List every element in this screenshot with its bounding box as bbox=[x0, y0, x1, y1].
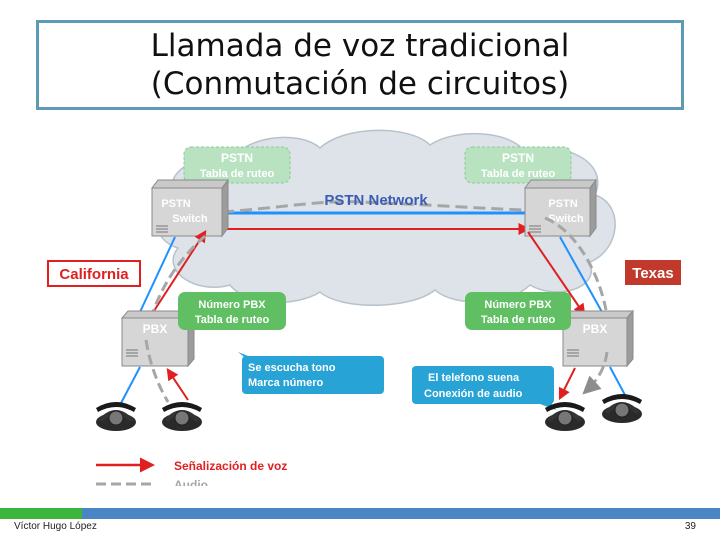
callout-left: Se escucha tono Marca número bbox=[238, 352, 384, 394]
link-left-audio bbox=[150, 234, 206, 316]
callout-right: El telefono suena Conexión de audio bbox=[412, 366, 556, 410]
switch-right-line1: PSTN bbox=[548, 198, 577, 210]
pbx-table-right-line2: Tabla de ruteo bbox=[481, 314, 556, 326]
slide-title-line-2: (Conmutación de circuitos) bbox=[150, 66, 570, 102]
region-texas-box bbox=[625, 260, 681, 285]
pbx-table-left-line2: Tabla de ruteo bbox=[195, 314, 270, 326]
footer-accent-blue bbox=[82, 508, 720, 519]
link-pbx-left-audio bbox=[144, 339, 170, 403]
routing-table-left bbox=[183, 146, 291, 184]
footer-page-number: 39 bbox=[684, 521, 696, 532]
legend-signaling-label: Señalización de voz bbox=[174, 459, 287, 473]
phone-icon-left-2 bbox=[162, 402, 202, 431]
region-california-box bbox=[47, 260, 141, 287]
callout-right-line1: El telefono suena bbox=[428, 372, 520, 384]
link-pbx-right-red bbox=[558, 367, 576, 401]
pbx-table-right bbox=[465, 292, 571, 330]
switch-audio-line bbox=[221, 200, 526, 214]
slide-title-box: Llamada de voz tradicional (Conmutación … bbox=[36, 20, 684, 110]
link-pbx-right-blue bbox=[609, 366, 626, 396]
slide-title-line-1: Llamada de voz tradicional bbox=[150, 28, 570, 64]
pstn-switch-right: PSTN Switch bbox=[524, 178, 597, 238]
phone-icon-left-1 bbox=[96, 402, 136, 431]
legend-crop-mask bbox=[0, 486, 720, 508]
region-texas-label: Texas bbox=[632, 265, 673, 282]
routing-table-left-line1: PSTN bbox=[221, 151, 253, 165]
switch-left-line2: Switch bbox=[172, 213, 208, 225]
routing-table-right bbox=[464, 146, 572, 184]
switch-right-line2: Switch bbox=[548, 213, 584, 225]
callout-left-line2: Marca número bbox=[248, 377, 323, 389]
footer-accent-green bbox=[0, 508, 82, 519]
pbx-left-label: PBX bbox=[143, 322, 168, 336]
link-pbx-left-blue bbox=[119, 366, 141, 406]
region-california-label: California bbox=[59, 266, 129, 283]
routing-table-right-line1: PSTN bbox=[502, 151, 534, 165]
switch-left-line1: PSTN bbox=[161, 198, 190, 210]
routing-table-left-line2: Tabla de ruteo bbox=[200, 168, 275, 180]
pbx-right-label: PBX bbox=[583, 322, 608, 336]
link-left-red bbox=[151, 229, 207, 315]
pbx-table-left bbox=[178, 292, 286, 330]
pbx-right: PBX bbox=[561, 309, 635, 368]
pstn-switch-left: PSTN Switch bbox=[151, 178, 229, 238]
phone-icon-right-1 bbox=[545, 402, 585, 431]
link-pbx-right-audio bbox=[582, 351, 609, 395]
link-right-blue bbox=[559, 236, 603, 313]
pstn-network-label: PSTN Network bbox=[324, 192, 428, 209]
link-left-blue bbox=[139, 236, 176, 313]
phone-icon-right-2 bbox=[602, 394, 642, 423]
link-right-red bbox=[527, 231, 586, 316]
callout-left-line1: Se escucha tono bbox=[248, 362, 336, 374]
link-right-audio bbox=[544, 216, 608, 311]
footer-author: Víctor Hugo López bbox=[14, 521, 97, 532]
callout-right-line2: Conexión de audio bbox=[424, 388, 523, 400]
pbx-table-left-line1: Número PBX bbox=[198, 299, 266, 311]
link-pbx-left-red bbox=[166, 368, 189, 401]
routing-table-right-line2: Tabla de ruteo bbox=[481, 168, 556, 180]
pbx-table-right-line1: Número PBX bbox=[484, 299, 552, 311]
